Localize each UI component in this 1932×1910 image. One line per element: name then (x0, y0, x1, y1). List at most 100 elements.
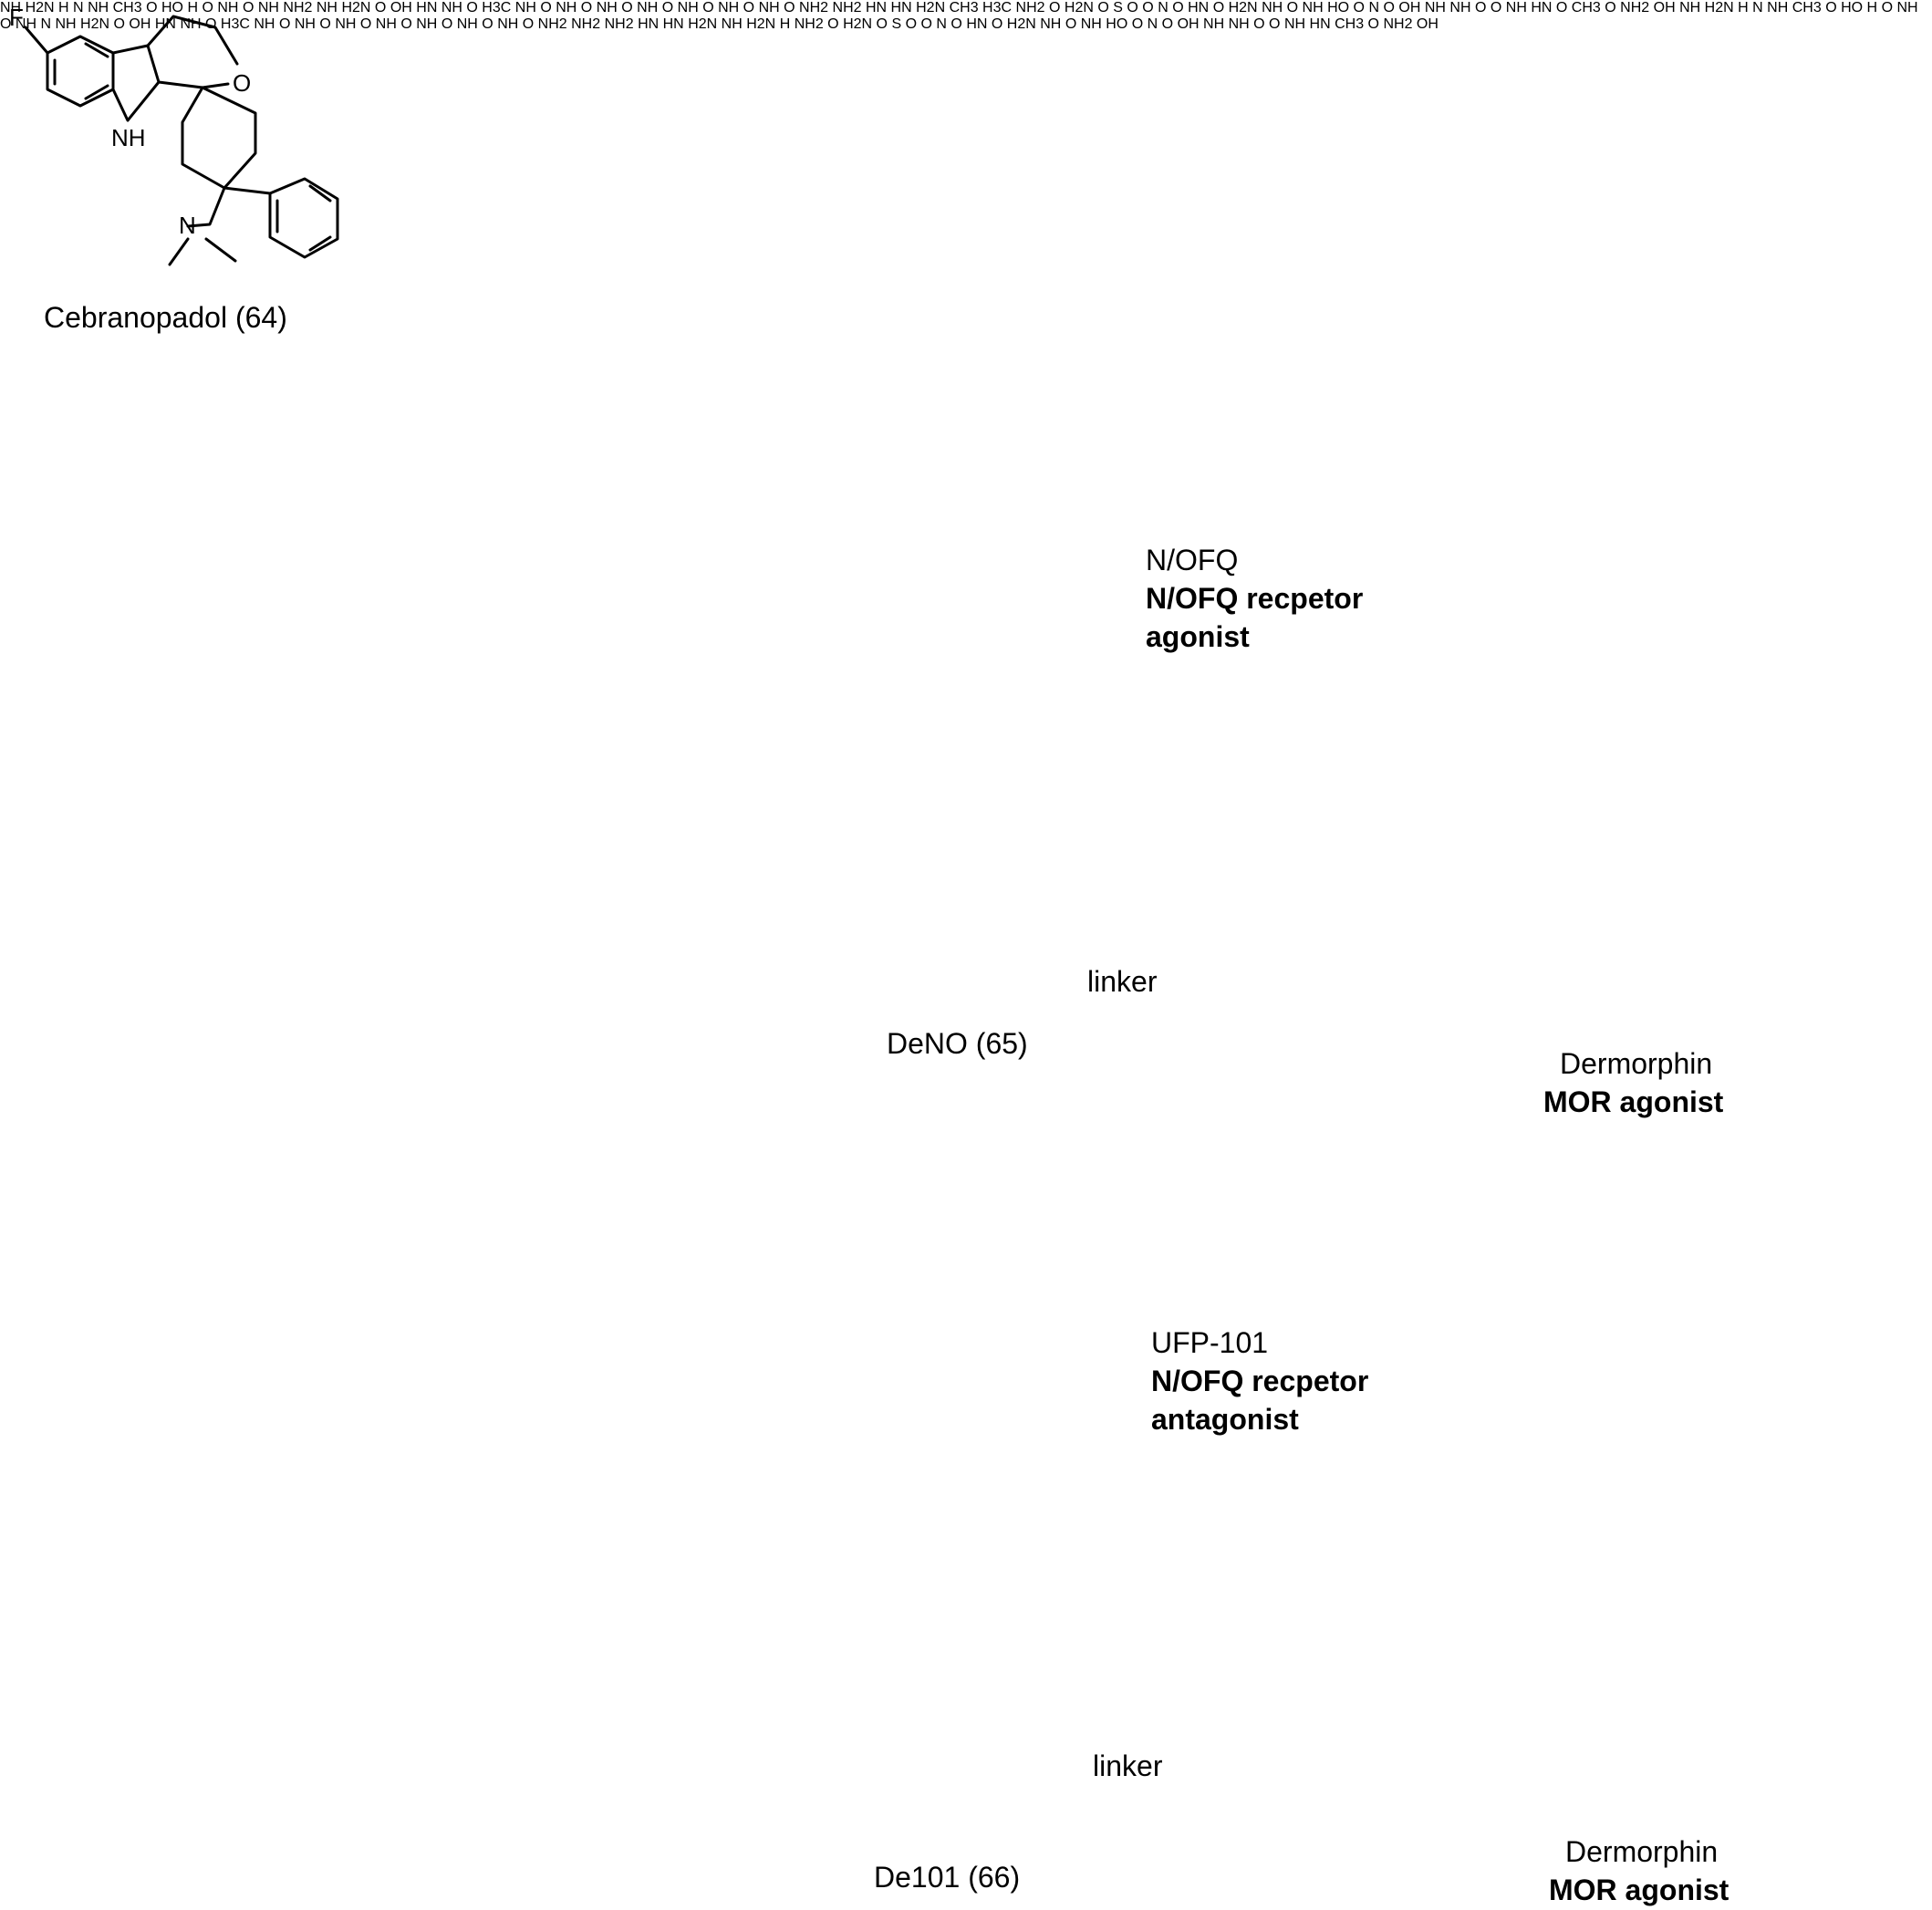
atom-nh-cebranopadol: NH (111, 124, 146, 151)
atom-h2n: H2N (1228, 0, 1258, 16)
label-nofq-role-1: N/OFQ recpetor (1146, 582, 1364, 615)
atom-oh: OH (1398, 0, 1421, 16)
atom-ch3: CH3 (1792, 0, 1822, 16)
atom-o: O (784, 0, 795, 16)
atom-nh: NH (1424, 0, 1446, 16)
atom-h3c: H3C (482, 0, 512, 16)
atom-nh: NH (316, 0, 338, 16)
atom-nh: NH (441, 0, 462, 16)
label-ufp-role-2: antagonist (1151, 1403, 1299, 1436)
atom-o: O (1127, 0, 1138, 16)
atom-nh: NH (375, 16, 397, 32)
atom-nh: NH (1767, 0, 1789, 16)
atom-o: O (242, 0, 254, 16)
atom-nh: NH (1283, 16, 1306, 32)
atom-nh: NH (55, 16, 77, 32)
atom-nh: NH (416, 16, 438, 32)
atom-oh: OH (1177, 16, 1200, 32)
atom-nh: NH (88, 0, 109, 16)
atom-nh: NH (596, 0, 618, 16)
atom-o: O (827, 16, 839, 32)
atom-nh2: NH2 (283, 0, 313, 16)
atom-nh: NH (1228, 16, 1250, 32)
atom-nh2: NH2 (832, 0, 862, 16)
atom-o: O (1555, 0, 1568, 16)
label-mor-bottom: MOR agonist (1549, 1874, 1729, 1906)
atom-nh2: NH2 (1620, 0, 1650, 16)
atom-nh: NH (1040, 16, 1062, 32)
atom-hn: HN (662, 16, 684, 32)
atom-oh: OH (1653, 0, 1676, 16)
atom-h: H (1866, 0, 1878, 16)
atom-f: F (9, 4, 24, 31)
atom-o: O (1048, 0, 1061, 16)
atom-o: O (1131, 16, 1144, 32)
atom-n: N (1752, 0, 1763, 16)
label-nofq-role-2: agonist (1146, 620, 1250, 653)
atom-o: O (466, 0, 478, 16)
atom-h2n: H2N (916, 0, 946, 16)
atom-nh: NH (456, 16, 478, 32)
atom-hn: HN (1188, 0, 1210, 16)
atom-o: O (1065, 16, 1077, 32)
atom-h2n: H2N (688, 16, 718, 32)
atom-o: O (441, 16, 453, 32)
atom-nh: NH (721, 16, 743, 32)
atom-h2n: H2N (1704, 0, 1734, 16)
label-ufp-name: UFP-101 (1151, 1326, 1269, 1359)
label-linker-top: linker (1087, 965, 1158, 998)
atom-nh: NH (514, 0, 536, 16)
atom-nh: NH (637, 0, 659, 16)
atom-o: O (1253, 16, 1265, 32)
atom-ho: HO (1106, 16, 1128, 32)
atom-nh: NH (1203, 16, 1225, 32)
atom-nh: NH (294, 16, 316, 32)
atom-o: O (950, 16, 962, 32)
atom-o: O (905, 16, 918, 32)
atom-nh2: NH2 (799, 0, 829, 16)
atom-n: N (40, 16, 52, 32)
atom-o-cebranopadol: O (233, 69, 251, 97)
atom-n: N (1147, 16, 1158, 32)
atom-o: O (522, 16, 535, 32)
atom-nh: NH (677, 0, 699, 16)
atom-oh: OH (1416, 16, 1439, 32)
atom-ho: HO (161, 0, 183, 16)
label-cebranopadol: Cebranopadol (64) (44, 301, 287, 334)
atom-nh: NH (497, 16, 519, 32)
atom-o: O (743, 0, 755, 16)
atom-o: O (1490, 0, 1502, 16)
atom-h2n: H2N (843, 16, 873, 32)
label-de101: De101 (66) (874, 1861, 1021, 1894)
atom-o: O (1605, 0, 1616, 16)
atom-o: O (1367, 16, 1379, 32)
atom-o: O (1825, 0, 1837, 16)
atom-nh: NH (718, 0, 740, 16)
atom-o: O (991, 16, 1003, 32)
atom-o: O (400, 16, 412, 32)
atom-o: O (146, 0, 158, 16)
atom-o: O (661, 0, 674, 16)
atom-ho: HO (1841, 0, 1864, 16)
atom-h2n: H2N (746, 16, 776, 32)
atom-h3c: H3C (982, 0, 1013, 16)
atom-o: O (621, 0, 633, 16)
atom-o: O (1212, 0, 1225, 16)
atom-n: N (936, 16, 947, 32)
atom-o: O (359, 16, 372, 32)
atom-oh: OH (390, 0, 412, 16)
atom-nh: NH (556, 0, 577, 16)
atom-nh: NH (1679, 0, 1701, 16)
atom-nh2: NH2 (794, 16, 824, 32)
atom-nh2: NH2 (537, 16, 567, 32)
atom-hn: HN (1531, 0, 1553, 16)
label-ufp-role-1: N/OFQ recpetor (1151, 1365, 1369, 1397)
atom-o: O (1269, 16, 1281, 32)
atom-h2n: H2N (25, 0, 55, 16)
atom-nh: NH (758, 0, 780, 16)
atom-hn: HN (1309, 16, 1331, 32)
atom-o: O (1353, 0, 1365, 16)
deno-nofq-structure: NH H2N H N NH CH3 O HO H O NH O NH NH2 N… (0, 0, 1679, 16)
atom-ch3: CH3 (1335, 16, 1365, 32)
